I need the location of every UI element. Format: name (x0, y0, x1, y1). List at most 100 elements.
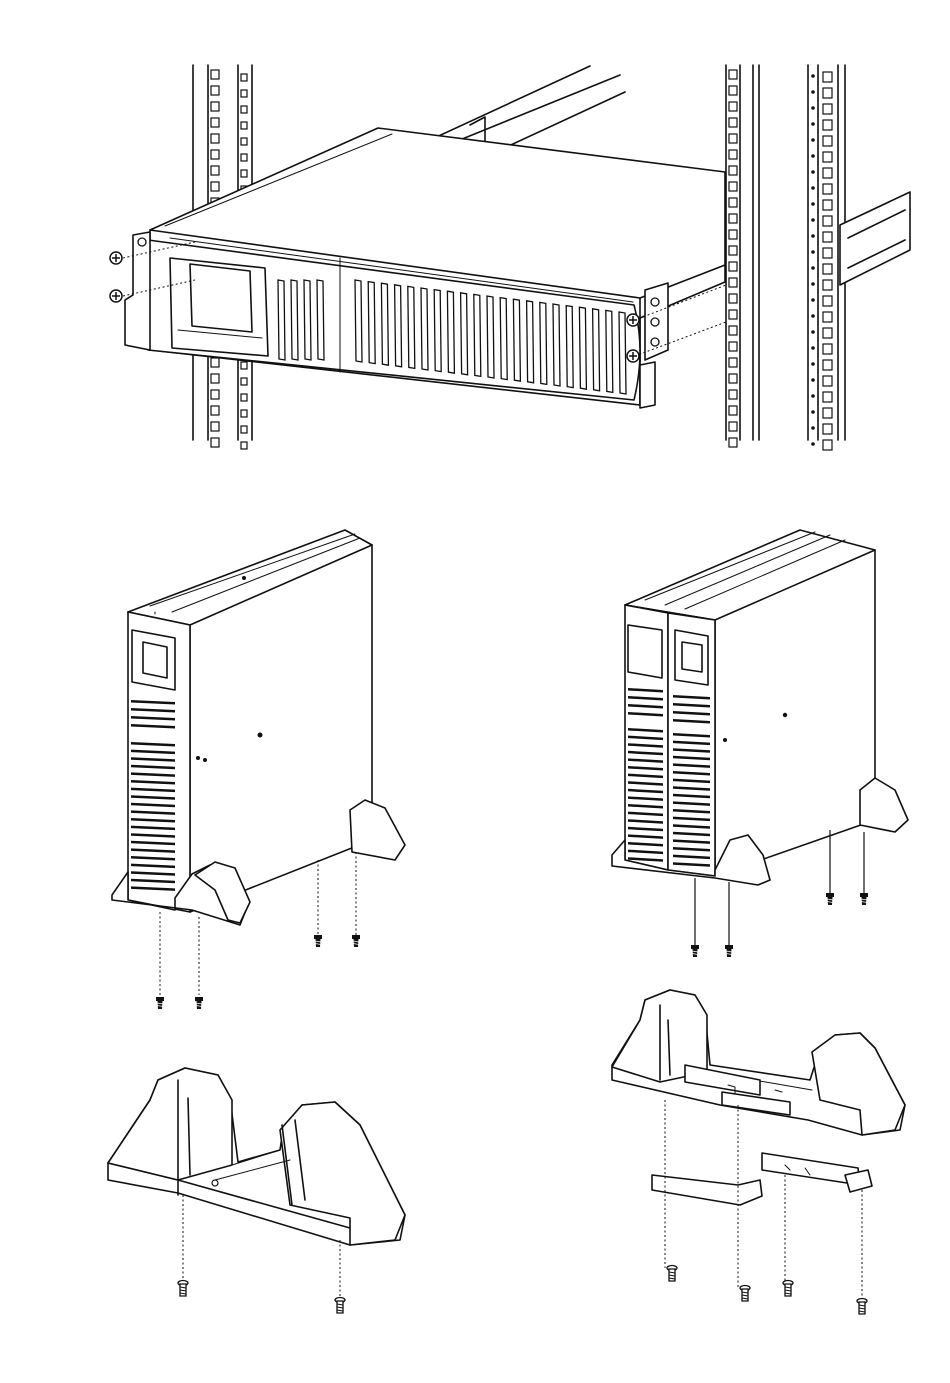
vent-slot (487, 296, 494, 378)
rack-hole (811, 330, 815, 334)
rack-hole (211, 118, 219, 127)
stand-screw (335, 1298, 345, 1314)
rack-hole (823, 392, 832, 402)
rack-screw-right-lower (627, 350, 639, 362)
rack-hole (823, 184, 832, 194)
rack-hole (241, 394, 247, 401)
rack-hole (823, 216, 832, 226)
vent-slot (368, 282, 375, 364)
rack-hole (823, 120, 832, 130)
tower-dual-illustration (612, 530, 908, 957)
rack-hole (823, 248, 832, 258)
rack-hole (811, 298, 815, 302)
stand-screw (783, 1281, 793, 1297)
vent-slot (593, 309, 600, 391)
rack-hole (729, 358, 737, 367)
rack-hole (729, 406, 737, 415)
rack-hole (823, 280, 832, 290)
rack-hole (729, 118, 737, 127)
rack-hole (823, 424, 832, 434)
screw (314, 935, 322, 947)
rack-hole (823, 344, 832, 354)
rack-hole (729, 70, 737, 79)
vent-slot (606, 310, 613, 392)
rack-hole (729, 294, 737, 303)
screw (860, 893, 868, 905)
rack-hole (729, 438, 737, 447)
stand-extended-illustration (612, 990, 905, 1314)
rack-hole (811, 202, 815, 206)
vent-slot (421, 288, 428, 370)
rack-hole (811, 154, 815, 158)
rack-hole (811, 234, 815, 238)
rack-hole (729, 422, 737, 431)
rack-hole (729, 262, 737, 271)
rack-hole (823, 136, 832, 146)
vent-slot (355, 280, 362, 362)
rack-hole (241, 122, 247, 129)
screw (352, 935, 360, 947)
rack-hole (729, 86, 737, 95)
rack-hole (211, 86, 219, 95)
screw (725, 945, 733, 957)
rack-hole (241, 138, 247, 145)
rack-hole (823, 232, 832, 242)
rack-hole (241, 106, 247, 113)
screw (826, 893, 834, 905)
rack-hole (823, 440, 832, 450)
rack-hole (211, 374, 219, 383)
rack-hole (811, 426, 815, 430)
vent-slot (434, 290, 441, 372)
vent-slot (619, 312, 626, 394)
rack-hole (811, 122, 815, 126)
stand-screw (857, 1299, 867, 1315)
rack-hole (811, 90, 815, 94)
rack-hole (811, 314, 815, 318)
rack-hole (211, 70, 219, 79)
rack-hole (823, 264, 832, 274)
rack-hole (729, 214, 737, 223)
rack-hole (823, 376, 832, 386)
rack-hole (823, 168, 832, 178)
rack-hole (241, 426, 247, 433)
rack-hole (811, 218, 815, 222)
rack-hole (729, 230, 737, 239)
rack-hole (729, 102, 737, 111)
rack-hole (211, 102, 219, 111)
vent-slot (513, 299, 520, 381)
vent-slot (304, 280, 311, 360)
rack-screw-left-upper (110, 252, 122, 264)
vent-slot (474, 294, 481, 376)
vent-slot (500, 298, 507, 380)
rack-hole (823, 296, 832, 306)
rack-hole (729, 198, 737, 207)
rack-hole (211, 422, 219, 431)
rack-hole (211, 390, 219, 399)
rack-hole (211, 438, 219, 447)
rack-mount-illustration (110, 65, 910, 450)
rack-hole (211, 150, 219, 159)
vent-slot (553, 304, 560, 386)
rack-hole (811, 186, 815, 190)
vent-slot (381, 283, 388, 365)
stand-screw (740, 1286, 750, 1302)
rack-post-right (726, 65, 845, 450)
rack-hole (811, 74, 815, 78)
rack-hole (729, 150, 737, 159)
rack-hole (241, 74, 247, 81)
vent-slot (408, 286, 415, 368)
rack-hole (729, 374, 737, 383)
vent-slot (317, 280, 324, 360)
rack-hole (811, 378, 815, 382)
rack-hole (811, 282, 815, 286)
rack-hole (811, 170, 815, 174)
rack-hole (241, 378, 247, 385)
vent-slot (447, 291, 454, 373)
rack-hole (811, 394, 815, 398)
vent-slot (395, 285, 402, 367)
rack-hole (823, 88, 832, 98)
stand-screw (667, 1266, 677, 1282)
rack-hole (811, 362, 815, 366)
